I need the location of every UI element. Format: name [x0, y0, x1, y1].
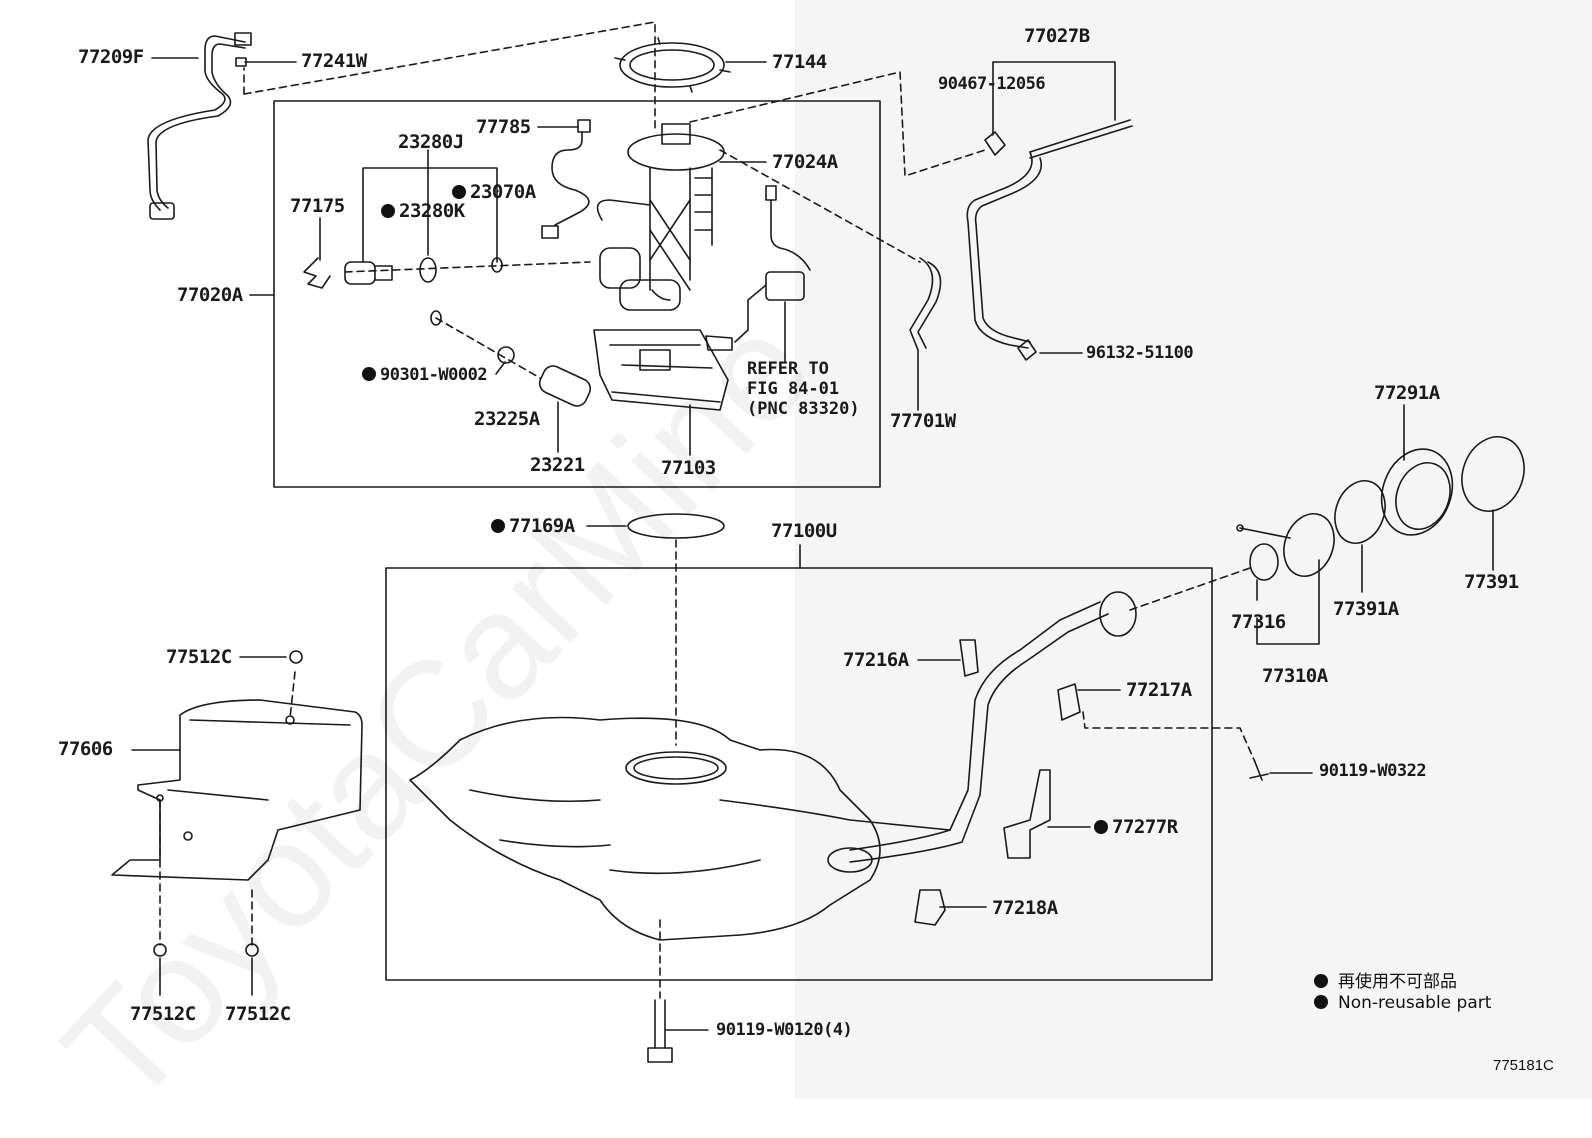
bracket-77277r	[1003, 769, 1051, 859]
right-shaded-region	[795, 0, 1592, 1099]
parts-diagram-drawing	[111, 21, 1525, 1063]
part-label-90467-12056: 90467-12056	[938, 74, 1046, 94]
hose-77701w	[909, 257, 942, 351]
filler-caps	[1236, 436, 1525, 581]
regulator-23280k	[344, 261, 393, 285]
part-label-77310a: 77310A	[1262, 665, 1328, 687]
harness-77209f	[147, 32, 252, 220]
part-label-77175: 77175	[290, 195, 345, 217]
refer-note-line: FIG 84-01	[747, 379, 840, 399]
bracket-77216a	[959, 639, 979, 677]
part-label-77606: 77606	[58, 738, 113, 760]
bolt-90119-w0322	[1249, 761, 1269, 781]
legend-jp-text: 再使用不可部品	[1338, 972, 1457, 992]
heat-shield-77606	[111, 699, 363, 881]
o-ring-90301	[430, 310, 442, 326]
part-label-77391a: 77391A	[1333, 598, 1399, 620]
o-ring-23070a	[491, 257, 503, 273]
part-label-77316: 77316	[1231, 611, 1286, 633]
part-label-77217a: 77217A	[1126, 679, 1192, 701]
part-label-90119-w0322: 90119-W0322	[1319, 761, 1427, 781]
part-label-77024a: 77024A	[772, 151, 838, 173]
part-label-77100u: 77100U	[771, 520, 837, 542]
solid-leader-lines	[131, 57, 1494, 1031]
fuel-tank-77100u	[409, 716, 881, 941]
clip-77512c-right	[245, 943, 259, 957]
clip-77512c-left	[153, 943, 167, 957]
part-label-77785: 77785	[476, 116, 531, 138]
bracket-77217a	[1057, 683, 1081, 721]
clip-77175	[303, 257, 331, 289]
bracket-77218a	[914, 889, 946, 926]
legend-jp: 再使用不可部品	[1314, 967, 1457, 992]
refer-note-line: (PNC 83320)	[747, 399, 860, 419]
part-label-77169a: 77169A	[491, 517, 575, 536]
retainer-ring-77144	[614, 37, 731, 93]
figure-number: 775181C	[1493, 1057, 1554, 1074]
part-label-90119-w0120: 90119-W0120(4)	[716, 1020, 853, 1040]
o-ring-23280j	[419, 257, 437, 283]
part-label-77277r: 77277R	[1094, 818, 1178, 837]
filler-pipe	[719, 591, 1137, 863]
seal-23225a	[497, 346, 515, 364]
part-label-77027b: 77027B	[1024, 25, 1090, 47]
part-label-90301-w0002: 90301-W0002	[362, 367, 488, 384]
legend-en-text: Non-reusable part	[1338, 993, 1492, 1013]
refer-note: REFER TO FIG 84-01 (PNC 83320)	[747, 359, 860, 419]
part-label-77241w: 77241W	[301, 50, 367, 72]
vent-pipe-77027b	[966, 119, 1133, 361]
part-label-23070a: 23070A	[452, 183, 536, 202]
part-label-77103: 77103	[661, 457, 716, 479]
part-label-77209f: 77209F	[78, 46, 144, 68]
fuel-pump-assembly	[593, 123, 733, 411]
bolt-90119-w0120	[647, 999, 673, 1063]
fuel-tank-box	[385, 567, 1213, 981]
part-label-23221: 23221	[530, 454, 585, 476]
pump-23221	[538, 365, 592, 407]
part-label-77216a: 77216A	[843, 649, 909, 671]
part-label-77218a: 77218A	[992, 897, 1058, 919]
refer-note-line: REFER TO	[747, 359, 829, 379]
part-label-77020a: 77020A	[177, 284, 243, 306]
part-label-23280j: 23280J	[398, 131, 464, 153]
part-label-77512c-top: 77512C	[166, 646, 232, 668]
clip-77512c-top	[289, 650, 303, 664]
legend-en: Non-reusable part	[1314, 993, 1491, 1013]
bullet-icon	[1314, 995, 1328, 1009]
part-label-23225a: 23225A	[474, 408, 540, 430]
part-label-77701w: 77701W	[890, 410, 956, 432]
part-label-77391: 77391	[1464, 571, 1519, 593]
part-label-77291a: 77291A	[1374, 382, 1440, 404]
sender-gauge	[734, 185, 811, 343]
part-label-23280k: 23280K	[381, 202, 465, 221]
part-label-77512c-left: 77512C	[130, 1003, 196, 1025]
part-label-77512c-right: 77512C	[225, 1003, 291, 1025]
bullet-icon	[1314, 974, 1328, 988]
harness-77785	[551, 131, 590, 226]
part-label-96132-51100: 96132-51100	[1086, 343, 1194, 363]
fuel-pump-assembly-box	[273, 100, 881, 488]
part-label-77144: 77144	[772, 51, 827, 73]
gasket-77169a	[627, 513, 725, 539]
dashed-leader-lines	[159, 21, 1256, 999]
